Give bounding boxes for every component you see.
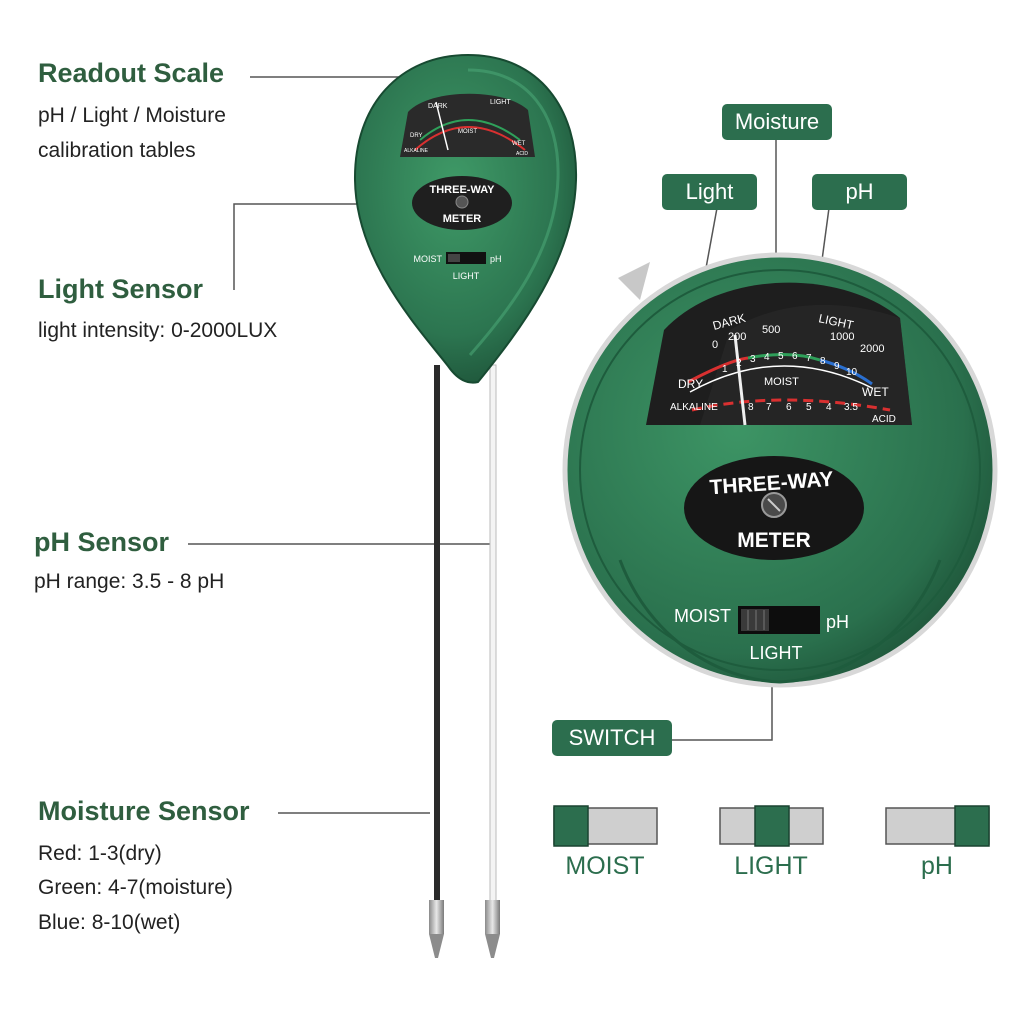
ph-tag: pH	[812, 174, 907, 210]
ph-sensor-title: pH Sensor	[34, 527, 170, 557]
moisture-probe	[434, 365, 440, 905]
big-brand-bottom: METER	[737, 529, 811, 552]
switch-label-moist: MOIST	[565, 852, 645, 880]
moist-num-6: 6	[792, 351, 798, 362]
small-dial-dry: DRY	[410, 133, 423, 139]
big-dial-moist: MOIST	[764, 376, 799, 388]
big-dial-ph-scale: 8 7 6 5 4 3.5	[748, 402, 858, 413]
small-dial-alkaline: ALKALINE	[404, 148, 429, 154]
moisture-sensor-green: Green: 4-7(moisture)	[38, 876, 233, 899]
ph-probe	[489, 364, 497, 906]
moist-num-10: 10	[846, 367, 858, 378]
moist-num-8: 8	[820, 356, 826, 367]
big-dial-light-scale-1: 200	[728, 331, 746, 343]
small-dial-wet: WET	[512, 141, 526, 147]
moisture-sensor-title: Moisture Sensor	[38, 796, 250, 826]
ph-num-4: 4	[826, 402, 832, 413]
moist-num-4: 4	[764, 352, 770, 363]
switch-tag: SWITCH	[552, 720, 672, 756]
ph-num-6: 6	[786, 402, 792, 413]
switch-label-light: LIGHT	[734, 852, 808, 880]
light-tag: Light	[662, 174, 757, 210]
moist-num-7: 7	[806, 353, 812, 364]
switch-diagram-moist	[553, 805, 658, 847]
big-switch-right: pH	[826, 612, 849, 632]
big-meter: DARK LIGHT 0 200 500 1000 2000 DRY WET M…	[562, 252, 998, 688]
big-dial-light-scale-2: 500	[762, 324, 780, 336]
big-dial-light-scale-3: 1000	[830, 331, 854, 343]
small-switch-left: MOIST	[414, 254, 443, 264]
moisture-sensor-blue: Blue: 8-10(wet)	[38, 911, 181, 934]
big-dial-light-scale-0: 0	[712, 339, 718, 351]
light-sensor-title: Light Sensor	[38, 274, 204, 304]
moist-num-3: 3	[750, 354, 756, 365]
ph-num-5: 5	[806, 402, 812, 413]
switch-diagram-light	[719, 805, 824, 847]
moist-num-9: 9	[834, 361, 840, 372]
small-meter: DARK LIGHT DRY WET MOIST ALKALINE ACID T…	[353, 53, 578, 958]
small-dial	[400, 93, 535, 157]
ph-num-7: 7	[766, 402, 772, 413]
moisture-sensor-red: Red: 1-3(dry)	[38, 842, 162, 865]
big-dial-dry: DRY	[678, 377, 703, 391]
ph-num-3-5: 3.5	[844, 402, 858, 413]
small-switch-bottom: LIGHT	[453, 271, 480, 281]
readout-scale-desc-2: calibration tables	[38, 139, 196, 162]
big-switch-bottom: LIGHT	[749, 643, 802, 663]
switch-diagram-ph	[885, 805, 990, 847]
switch-leader	[672, 672, 773, 741]
small-dial-dark: DARK	[428, 103, 448, 110]
moisture-tag: Moisture	[722, 104, 832, 140]
big-switch-left: MOIST	[674, 606, 731, 626]
big-dial-moist-scale: 1 2 3 4 5 6 7 8 9 10	[722, 351, 858, 378]
small-dial-moist: MOIST	[458, 129, 477, 135]
small-dial-light: LIGHT	[490, 99, 511, 106]
small-brand-top: THREE-WAY	[430, 184, 496, 196]
big-dial-light-scale-4: 2000	[860, 343, 884, 355]
small-switch-right: pH	[490, 254, 502, 264]
moist-num-5: 5	[778, 351, 784, 362]
switch-label-ph: pH	[921, 852, 953, 880]
readout-scale-desc-1: pH / Light / Moisture	[38, 104, 226, 127]
big-dial-wet: WET	[862, 385, 889, 399]
ph-sensor-desc: pH range: 3.5 - 8 pH	[34, 570, 225, 593]
big-dial-alkaline: ALKALINE	[670, 402, 718, 413]
moist-num-1: 1	[722, 364, 728, 375]
moist-num-2: 2	[736, 358, 742, 369]
small-dial-acid: ACID	[516, 151, 528, 157]
light-tag-leader	[705, 207, 718, 269]
big-dial-acid: ACID	[872, 414, 896, 425]
light-sensor-desc: light intensity: 0-2000LUX	[38, 319, 278, 342]
ph-num-8: 8	[748, 402, 754, 413]
readout-scale-title: Readout Scale	[38, 58, 225, 88]
small-brand-bottom: METER	[443, 213, 482, 225]
